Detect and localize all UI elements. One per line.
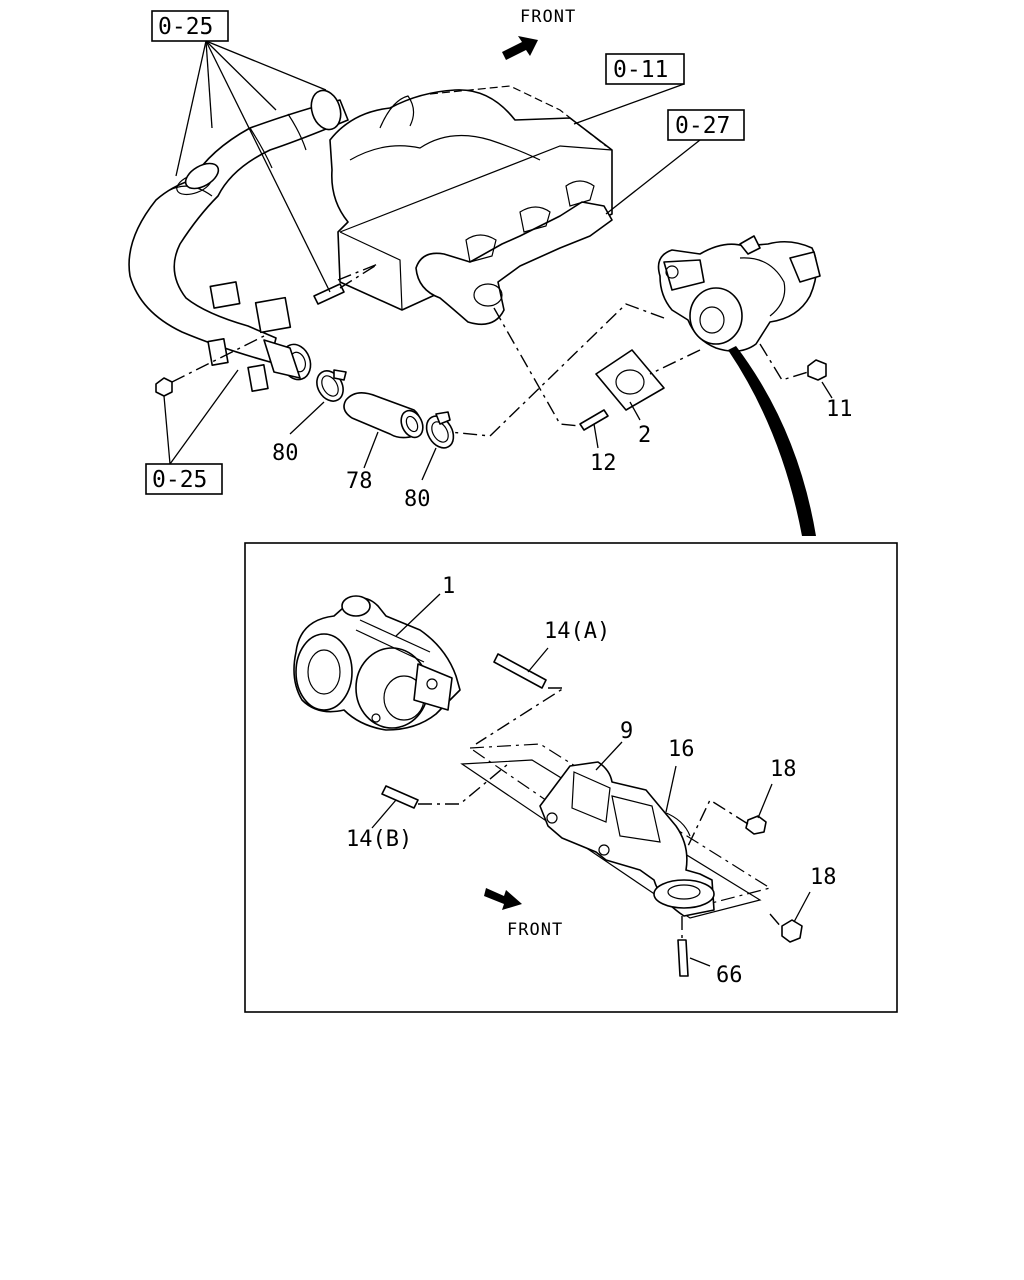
callout-18-top: 18 — [770, 757, 797, 782]
callout-80-left: 80 — [272, 441, 299, 466]
stud-14a — [493, 653, 547, 689]
callout-78: 78 — [346, 469, 373, 494]
callout-16: 16 — [668, 737, 695, 762]
svg-text:0-11: 0-11 — [613, 57, 668, 83]
callout-12: 12 — [590, 451, 617, 476]
callout-18-bottom: 18 — [810, 865, 837, 890]
hose-78 — [343, 392, 424, 439]
inset-pointer — [728, 346, 816, 536]
front-label-inset: FRONT — [507, 920, 563, 940]
callout-2: 2 — [638, 423, 651, 448]
nut-11 — [807, 359, 827, 381]
callout-80-right: 80 — [404, 487, 431, 512]
leader-lines-top — [163, 40, 833, 481]
callout-14a: 14(A) — [544, 619, 610, 644]
hose-clamp-right — [425, 411, 455, 449]
ref-box-0-25-bottom: 0-25 — [145, 463, 223, 495]
exhaust-pipe-9 — [539, 761, 715, 917]
intake-pipe — [128, 89, 349, 393]
svg-text:0-27: 0-27 — [675, 113, 730, 139]
svg-text:0-25: 0-25 — [152, 467, 207, 493]
gasket-2 — [595, 349, 665, 411]
leader-lines-inset — [371, 593, 811, 967]
nut-18-bottom — [781, 919, 803, 943]
stud-14b — [381, 785, 419, 809]
stud-12 — [579, 409, 609, 431]
front-arrow-top: FRONT — [502, 7, 576, 60]
callout-1: 1 — [442, 574, 455, 599]
engine-block — [329, 85, 613, 311]
ref-box-0-25-top: 0-25 — [151, 10, 229, 42]
exhaust-manifold — [415, 180, 613, 326]
nut-left — [155, 377, 173, 397]
callout-14b: 14(B) — [346, 827, 412, 852]
front-arrow-inset: FRONT — [484, 888, 563, 940]
svg-text:0-25: 0-25 — [158, 14, 213, 40]
ref-box-0-27: 0-27 — [667, 109, 745, 141]
hose-clamp-left — [316, 369, 347, 402]
front-label-top: FRONT — [520, 7, 576, 27]
turbocharger-top — [657, 235, 821, 352]
stud-66 — [677, 939, 689, 977]
ref-box-0-11: 0-11 — [605, 53, 685, 85]
nut-18-top — [745, 815, 767, 835]
callout-11: 11 — [826, 397, 853, 422]
stud-top — [313, 283, 345, 305]
turbocharger-1 — [293, 595, 461, 731]
callout-66: 66 — [716, 963, 743, 988]
callout-9: 9 — [620, 719, 633, 744]
